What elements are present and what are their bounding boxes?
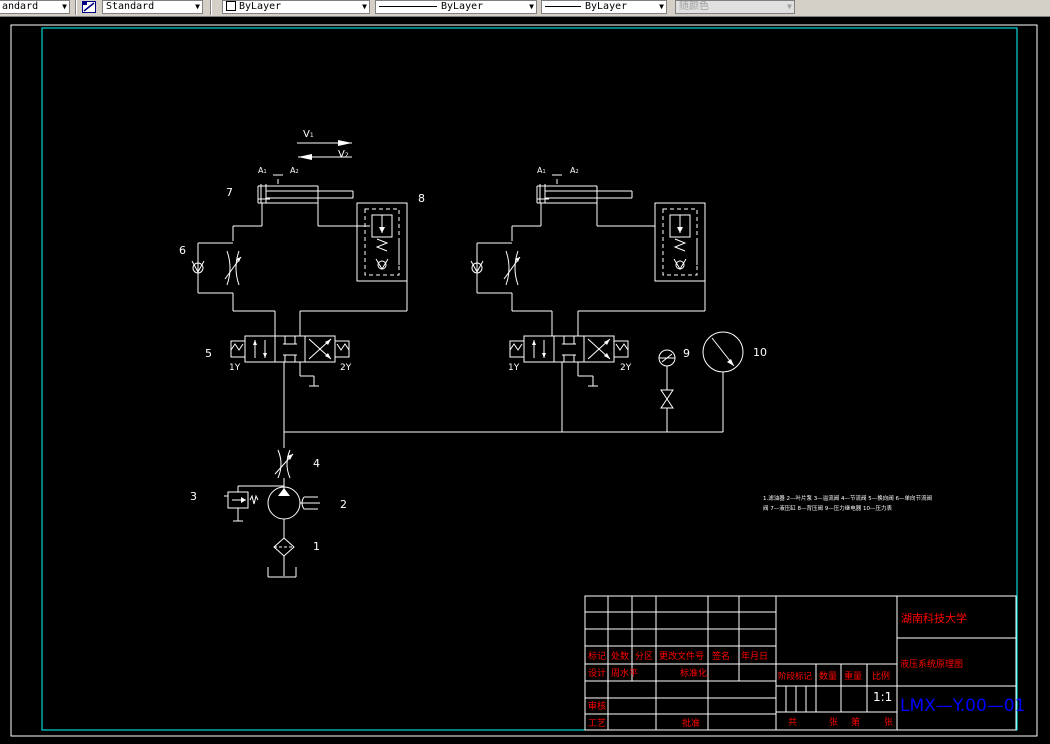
title-block (584, 595, 1017, 731)
color-select[interactable]: 随颜色 ▼ (675, 0, 795, 14)
properties-toolbar: andard ▼ Standard ▼ ByLayer ▼ ByLayer ▼ … (0, 0, 1050, 17)
chevron-down-icon: ▼ (362, 2, 367, 11)
svg-text:A1: A1 (537, 166, 546, 175)
label-6: 6 (179, 244, 186, 257)
scale-value: 1:1 (873, 690, 892, 704)
svg-text:阶段标记: 阶段标记 (778, 671, 813, 682)
svg-text:2Y: 2Y (340, 363, 352, 373)
svg-text:V2: V2 (338, 149, 349, 160)
svg-text:审核: 审核 (588, 700, 606, 712)
component-legend: 1.滤油器 2—叶片泵 3—溢流阀 4—节流阀 5—换向阀 6—单向节流阀 阀 … (763, 494, 932, 512)
directional-valve-right (509, 335, 629, 363)
lineweight-preview-icon (545, 5, 581, 7)
svg-text:标记: 标记 (588, 650, 606, 662)
svg-text:设计: 设计 (588, 667, 606, 679)
toolbar-separator (210, 0, 212, 15)
back-pressure-valve-8 (356, 202, 408, 282)
outer-border (10, 24, 1038, 737)
toolbar-separator (75, 0, 77, 15)
velocity-arrows: V1 V2 (297, 129, 352, 160)
svg-text:标准化: 标准化 (680, 667, 707, 679)
chevron-down-icon: ▼ (529, 2, 534, 11)
svg-text:1Y: 1Y (229, 363, 241, 373)
label-5: 5 (205, 347, 212, 360)
svg-text:A2: A2 (290, 166, 299, 175)
text-style-select[interactable]: andard ▼ (0, 0, 70, 14)
layer-value: ByLayer (239, 1, 282, 12)
pump-station: 4 3 2 1 (190, 449, 347, 578)
svg-text:共: 共 (788, 717, 797, 728)
linetype-select[interactable]: ByLayer ▼ (375, 0, 537, 14)
dim-style-value: Standard (106, 1, 155, 12)
inner-frame (41, 27, 1018, 731)
svg-text:更改文件号: 更改文件号 (659, 650, 704, 662)
right-subcircuit: A1 A2 1Y 2Y (470, 166, 706, 432)
throttle-check-valve-right (470, 242, 521, 294)
chevron-down-icon: ▼ (787, 2, 792, 11)
throttle-check-valve-6 (191, 242, 242, 294)
chevron-down-icon: ▼ (195, 2, 200, 11)
color-value: 随颜色 (679, 1, 709, 12)
svg-text:数量: 数量 (819, 670, 837, 682)
cylinder-right (536, 174, 633, 204)
label-1: 1 (313, 540, 320, 553)
pressure-gauge-10: 10 (702, 331, 767, 432)
title-block-text: 标记 处数 分区 更改文件号 签名 年月日 设计 周水平 标准化 审核 工艺 批… (588, 611, 967, 729)
svg-text:2Y: 2Y (620, 363, 632, 373)
dimension-style-icon[interactable] (82, 1, 96, 13)
directional-valve-5 (230, 335, 350, 363)
svg-text:重量: 重量 (844, 670, 862, 682)
label-10: 10 (753, 346, 767, 359)
svg-text:处数: 处数 (611, 650, 629, 662)
svg-text:第: 第 (851, 716, 860, 728)
back-pressure-valve-right (654, 202, 706, 282)
color-swatch-icon (226, 1, 236, 11)
pressure-relay-9: 9 (658, 347, 690, 432)
svg-text:A2: A2 (570, 166, 579, 175)
label-8: 8 (418, 192, 425, 205)
svg-text:张: 张 (829, 717, 838, 728)
cylinder-7 (257, 174, 354, 204)
lineweight-value: ByLayer (585, 1, 628, 12)
label-9: 9 (683, 347, 690, 360)
drawing-title: 液压系统原理图 (900, 658, 963, 670)
svg-text:张: 张 (884, 717, 893, 728)
svg-text:A1: A1 (258, 166, 267, 175)
label-2: 2 (340, 498, 347, 511)
svg-text:比例: 比例 (872, 670, 890, 682)
label-7: 7 (226, 186, 233, 199)
svg-text:年月日: 年月日 (741, 650, 768, 662)
svg-text:分区: 分区 (635, 651, 653, 662)
chevron-down-icon: ▼ (62, 2, 67, 11)
svg-text:工艺: 工艺 (588, 718, 606, 729)
svg-text:周水平: 周水平 (611, 667, 638, 679)
chevron-down-icon: ▼ (659, 2, 664, 11)
lineweight-select[interactable]: ByLayer ▼ (541, 0, 667, 14)
label-3: 3 (190, 490, 197, 503)
svg-text:1Y: 1Y (508, 363, 520, 373)
linetype-preview-icon (379, 5, 437, 7)
svg-text:批准: 批准 (682, 717, 700, 729)
text-style-value: andard (2, 1, 39, 12)
drawing-number: LMX—Y.00—01 (900, 696, 1025, 716)
university-name: 湖南科技大学 (901, 611, 967, 625)
svg-text:阀 7—液压缸 8—背压阀 9—压力继电器 10—压力表: 阀 7—液压缸 8—背压阀 9—压力继电器 10—压力表 (763, 504, 892, 512)
label-4: 4 (313, 457, 320, 470)
svg-text:签名: 签名 (712, 650, 730, 662)
linetype-value: ByLayer (441, 1, 484, 12)
drawing-area[interactable]: V1 V2 A1 A2 7 6 8 5 1Y 2Y (0, 16, 1050, 740)
left-subcircuit: A1 A2 7 6 8 5 1Y 2Y (179, 166, 425, 432)
layer-select[interactable]: ByLayer ▼ (222, 0, 370, 14)
svg-text:1.滤油器 2—叶片泵 3—溢流阀 4—节流阀 5—换向阀: 1.滤油器 2—叶片泵 3—溢流阀 4—节流阀 5—换向阀 6—单向节流阀 (763, 494, 932, 502)
dim-style-select[interactable]: Standard ▼ (102, 0, 203, 14)
svg-text:V1: V1 (303, 129, 314, 140)
